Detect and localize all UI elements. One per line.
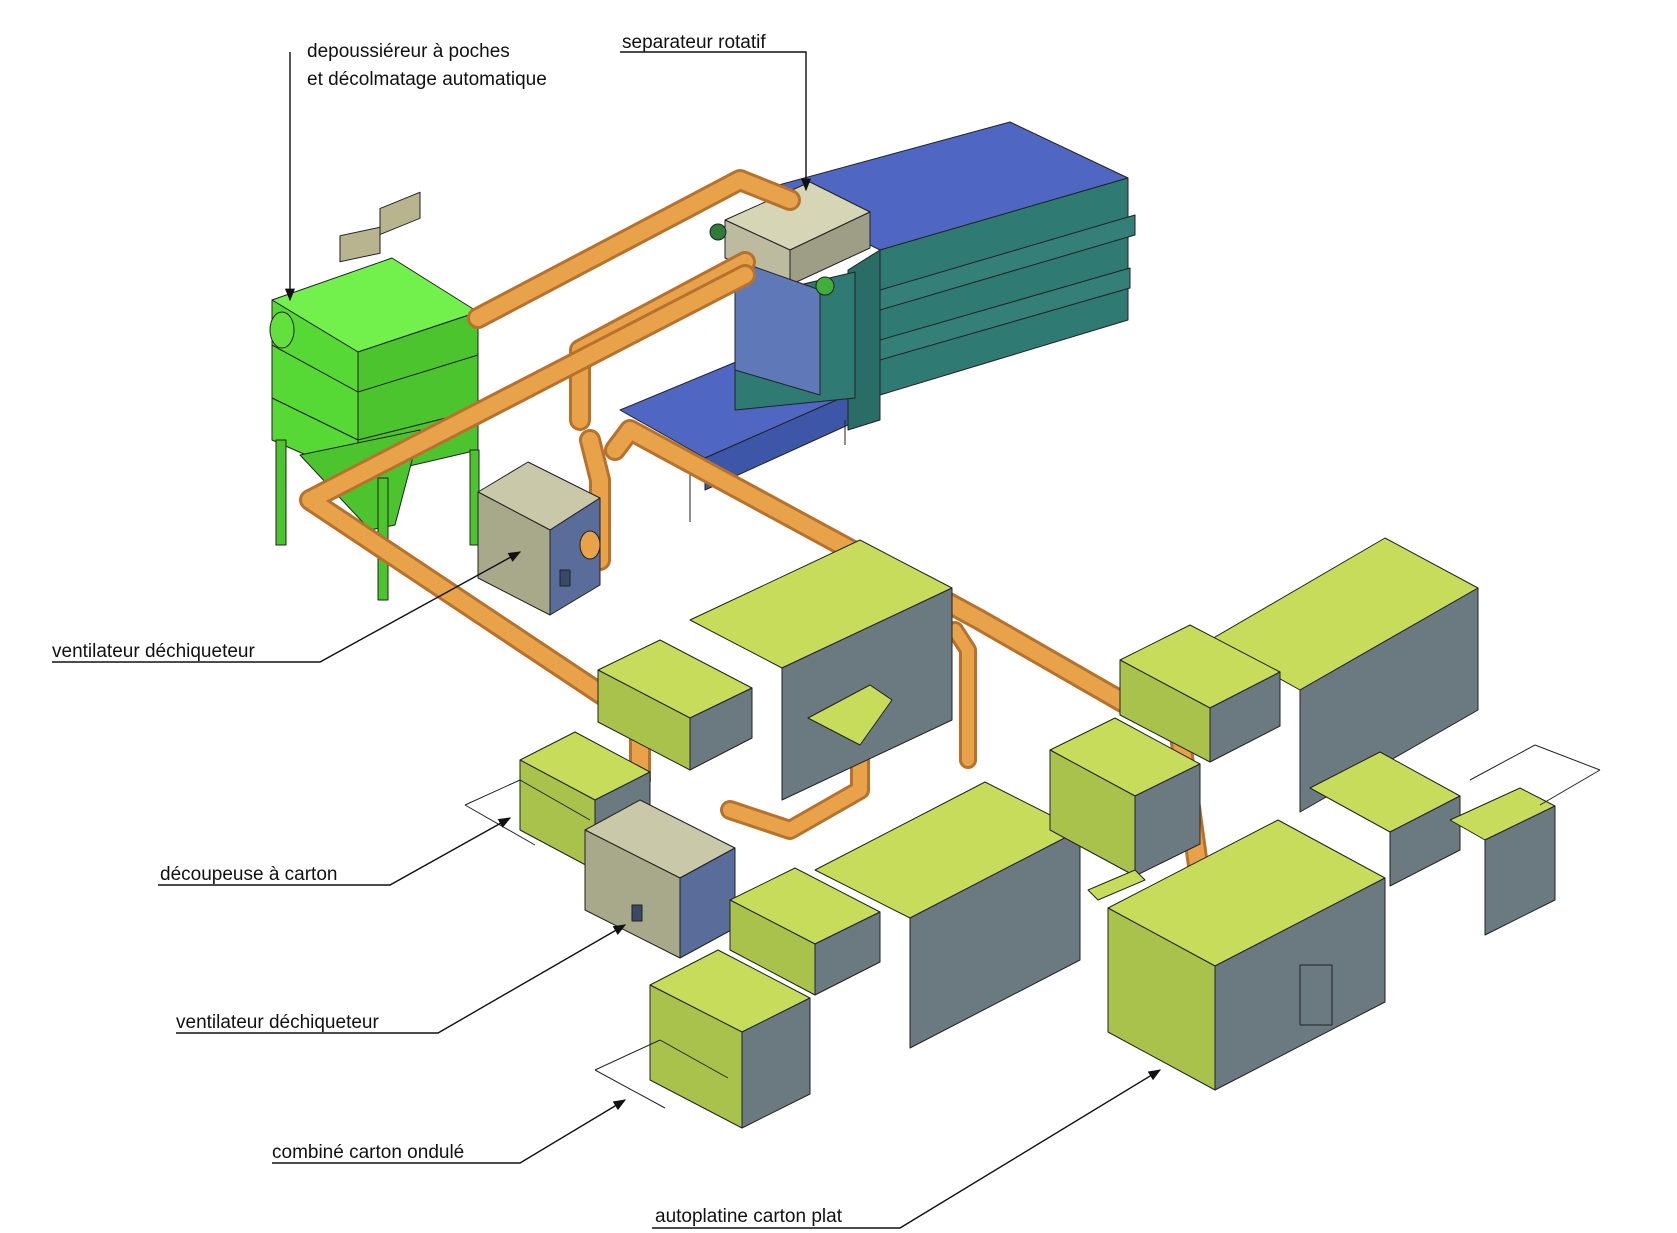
platen-feed-side (1484, 805, 1556, 936)
label-dust-collector-line1: depoussiéreur à poches (307, 41, 510, 62)
inspection-hatch (379, 191, 421, 236)
leader-cardboard-cutter (158, 817, 512, 886)
combined-feed-side (741, 997, 811, 1129)
separator-motor (815, 276, 835, 296)
label-flat-autoplaten: autoplatine carton plat (655, 1206, 843, 1227)
rb-head-side (1209, 671, 1281, 763)
leader-corrugated-combined (272, 1099, 627, 1164)
fan2-switch (631, 904, 643, 922)
flat-autoplaten-machine (1107, 744, 1601, 1091)
stage-seam (357, 354, 479, 393)
leader-shredder-fan-1 (52, 551, 522, 663)
cutter-chute (807, 684, 893, 746)
label-rotary-separator: separateur rotatif (622, 32, 766, 53)
separator-side (789, 211, 871, 286)
rb-outfeed-tray (1087, 869, 1146, 901)
leader-rotary-separator (620, 51, 812, 192)
cutter-head-side (689, 687, 753, 771)
fan1-outlet (579, 530, 601, 560)
platen-head-side (1389, 795, 1461, 887)
stage-seam (271, 344, 359, 393)
corrugated-combined-machine (594, 781, 1081, 1129)
combined-infeed-rail (594, 1039, 729, 1109)
inspection-hatch (339, 226, 381, 263)
platen-door-frame (1299, 964, 1333, 1026)
platen-infeed-rail (1469, 744, 1601, 806)
collector-leg (275, 439, 287, 546)
inlet-flange (269, 311, 295, 349)
label-dust-collector-line2: et décolmatage automatique (307, 69, 547, 90)
shredder-fan-1 (477, 461, 601, 616)
right-back-cutter (1049, 537, 1479, 901)
rotary-separator (709, 181, 871, 396)
separator-motor (709, 223, 727, 241)
combined-head-side (814, 911, 881, 996)
label-corrugated-combined: combiné carton ondulé (272, 1142, 464, 1163)
leader-flat-autoplaten (652, 1069, 1162, 1229)
leader-shredder-fan-2 (176, 924, 627, 1034)
label-shredder-fan-1: ventilateur déchiqueteur (52, 641, 255, 662)
cardboard-cutter (464, 539, 953, 871)
separator-body (734, 259, 821, 396)
rb-feed-side (1134, 763, 1201, 877)
callout-labels: depoussiéreur à poches et décolmatage au… (52, 32, 843, 1227)
combined-body-side (909, 829, 1081, 1049)
label-shredder-fan-2: ventilateur déchiqueteur (176, 1012, 379, 1033)
fan1-switch (559, 569, 571, 587)
label-cardboard-cutter: découpeuse à carton (160, 864, 337, 885)
leader-lines (52, 51, 1162, 1229)
baler-compactor (619, 121, 1136, 522)
rb-body-side (1299, 587, 1479, 813)
shredder-fan-2 (584, 799, 736, 959)
